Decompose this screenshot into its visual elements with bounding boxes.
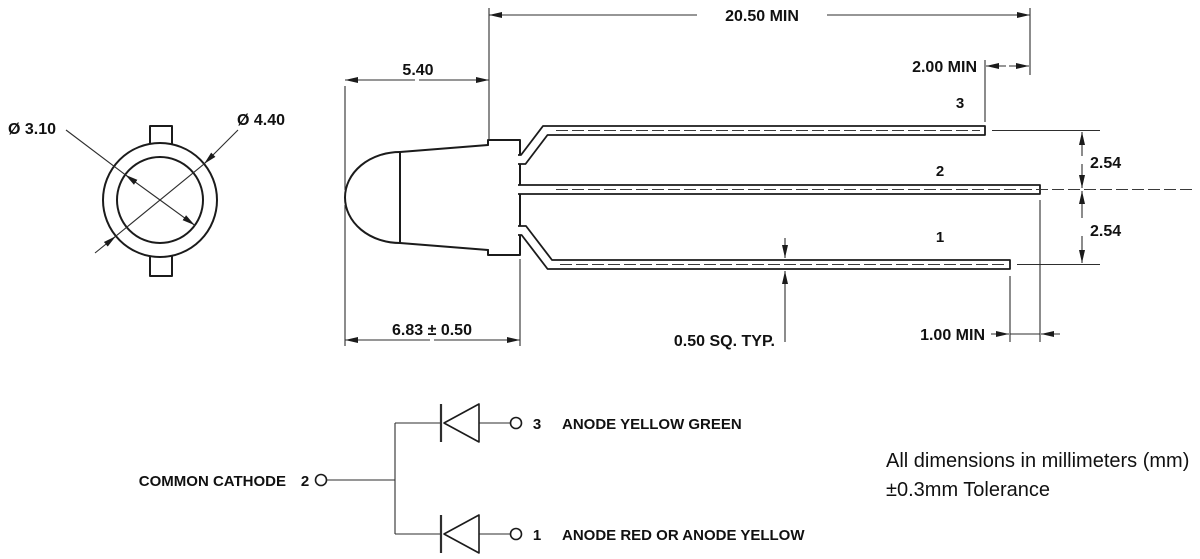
terminal-pin2	[314, 473, 328, 487]
inner-diameter-label: Ø 3.10	[8, 121, 56, 138]
side-pin1-number: 1	[936, 229, 944, 246]
common-cathode-label: COMMON CATHODE	[139, 473, 286, 490]
dim-lead-offset-top: 2.00 MIN	[912, 59, 1029, 76]
front-inner-circle	[116, 156, 204, 244]
dim-lead-square: 0.50 SQ. TYP.	[674, 238, 788, 350]
dim-pitch-top-label: 2.54	[1090, 155, 1121, 172]
dim-lead-offset-bottom-label: 1.00 MIN	[920, 327, 985, 344]
dim-lead-offset-bottom: 1.00 MIN	[920, 327, 1060, 344]
diode-pin1-icon	[439, 514, 480, 554]
terminal-pin1	[509, 527, 523, 541]
led-flange	[487, 139, 521, 256]
dim-lead-length-label: 20.50 MIN	[725, 8, 799, 25]
dim-pitch-bottom: 2.54	[1079, 191, 1121, 263]
lead-pin3	[518, 125, 986, 165]
dim-body-length-label: 6.83 ± 0.50	[392, 322, 472, 339]
note-units: All dimensions in millimeters (mm)	[886, 450, 1189, 472]
side-pin2-number: 2	[936, 163, 944, 180]
body-bottom-edge	[399, 242, 489, 251]
notes: All dimensions in millimeters (mm) ±0.3m…	[886, 450, 1189, 501]
outer-diameter-label: Ø 4.40	[237, 112, 285, 129]
body-top-edge	[399, 144, 489, 153]
dim-lead-length: 20.50 MIN	[489, 8, 1030, 25]
dim-pitch-bottom-label: 2.54	[1090, 223, 1121, 240]
schematic: COMMON CATHODE 2 3 ANODE YELLOW GREEN 1 …	[139, 403, 805, 554]
dim-pitch-top: 2.54	[1079, 132, 1121, 188]
front-dim-outer	[94, 129, 239, 254]
dim-body-width-label: 5.40	[402, 62, 433, 79]
side-view: 20.50 MIN 5.40 2.00 MIN 3 2 1 2.54 2.54	[344, 8, 1195, 350]
schematic-pin3-label: ANODE YELLOW GREEN	[562, 416, 742, 433]
dim-lead-offset-top-label: 2.00 MIN	[912, 59, 977, 76]
dim-body-length: 6.83 ± 0.50	[345, 322, 520, 343]
dim-body-width: 5.40	[345, 62, 489, 83]
terminal-pin3	[509, 416, 523, 430]
schematic-pin1-number: 1	[533, 527, 541, 544]
front-view: Ø 3.10 Ø 4.40	[8, 112, 285, 277]
schematic-pin3-number: 3	[533, 416, 541, 433]
common-cathode-pin: 2	[301, 473, 309, 490]
side-pin3-number: 3	[956, 95, 964, 112]
diode-pin3-icon	[439, 403, 480, 443]
front-dim-inner	[65, 129, 196, 226]
note-tolerance: ±0.3mm Tolerance	[886, 479, 1050, 501]
led-dome	[344, 151, 401, 244]
dim-lead-square-label: 0.50 SQ. TYP.	[674, 333, 775, 350]
schematic-pin1-label: ANODE RED OR ANODE YELLOW	[562, 527, 805, 544]
extension-lines	[344, 8, 1100, 346]
